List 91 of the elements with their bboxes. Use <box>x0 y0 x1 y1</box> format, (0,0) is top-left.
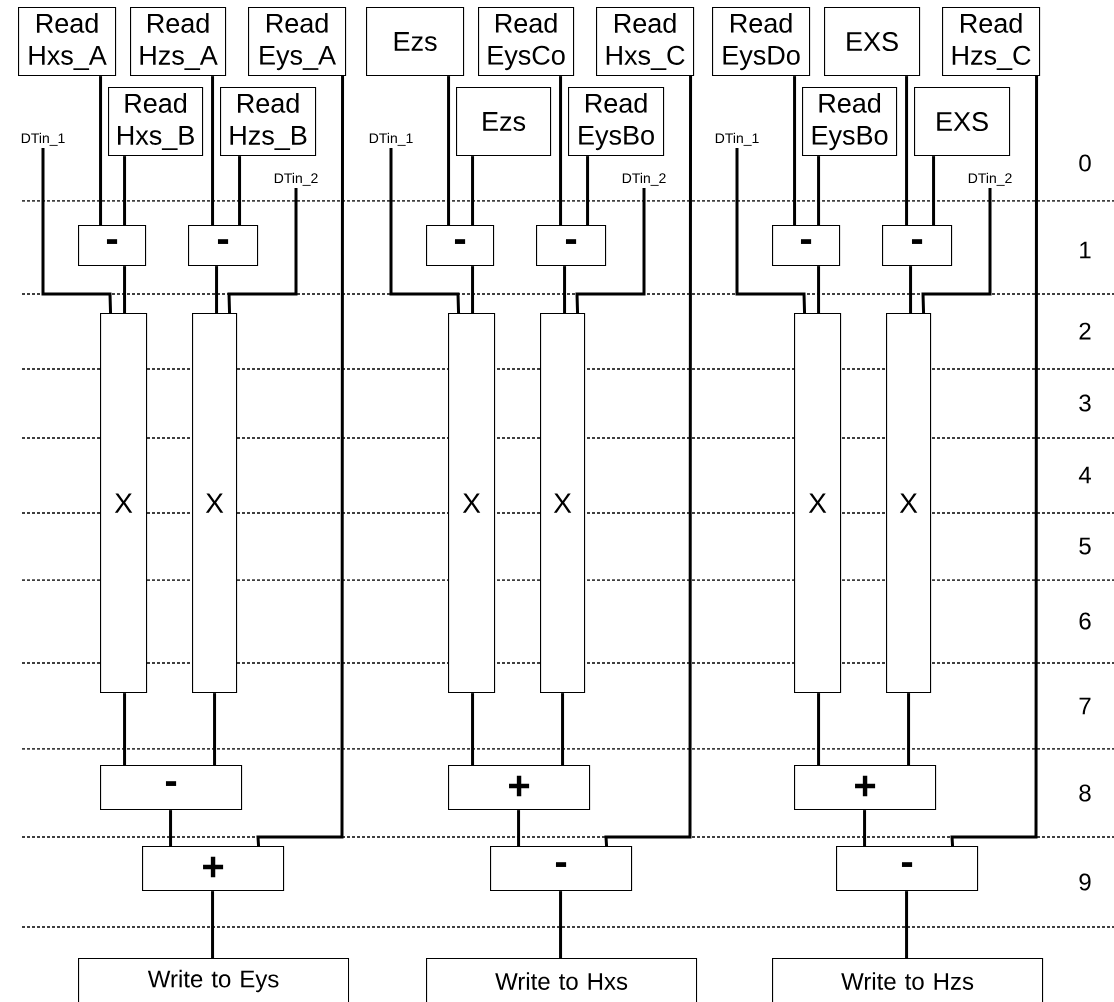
connector-line <box>227 188 298 314</box>
connector-line <box>256 76 345 847</box>
connector-line <box>921 188 992 314</box>
row-number: 7 <box>1079 697 1091 715</box>
connector-line <box>211 891 215 958</box>
connector-line <box>213 693 217 765</box>
connector-line <box>950 76 1039 847</box>
output-box: Write to Hxs <box>426 958 698 1002</box>
input-label: DTin_2 <box>622 172 666 186</box>
connector-line <box>99 76 103 225</box>
operator-box: + <box>794 765 937 811</box>
multiplier-box: X <box>100 313 148 694</box>
connector-line <box>575 188 646 314</box>
multiplier-box: X <box>192 313 238 694</box>
output-box: Write to Eys <box>78 958 350 1002</box>
operator-box: - <box>536 225 607 267</box>
connector-line <box>586 156 590 225</box>
process-box: Read EysBo <box>568 87 665 157</box>
connector-line <box>559 76 563 225</box>
connector-line <box>817 693 821 765</box>
row-number: 2 <box>1079 322 1091 340</box>
connector-line <box>389 148 461 314</box>
row-number: 0 <box>1079 154 1091 172</box>
connector-line <box>932 156 936 225</box>
row-number: 6 <box>1079 612 1091 630</box>
process-box: Read EysCo <box>478 7 575 77</box>
connector-line <box>909 266 913 313</box>
process-box: Read Hzs_A <box>130 7 227 77</box>
operator-box: + <box>142 846 285 892</box>
connector-line <box>517 810 521 846</box>
connector-line <box>563 266 567 313</box>
connector-line <box>471 693 475 765</box>
operator-box: - <box>882 225 953 267</box>
operator-box: - <box>426 225 495 267</box>
multiplier-box: X <box>540 313 586 694</box>
operator-box: + <box>448 765 591 811</box>
row-number: 3 <box>1079 394 1091 412</box>
process-box: Read Hxs_B <box>108 87 204 157</box>
connector-line <box>735 148 807 314</box>
connector-line <box>793 76 797 225</box>
process-box: Read Eys_A <box>248 7 347 77</box>
input-label: DTin_2 <box>274 172 318 186</box>
connector-line <box>471 156 475 225</box>
process-box: Read EysBo <box>802 87 898 157</box>
row-number: 9 <box>1079 873 1091 891</box>
connector-line <box>211 76 215 225</box>
connector-line <box>41 148 113 314</box>
input-label: DTin_1 <box>715 132 759 146</box>
process-box: Read EysDo <box>712 7 811 77</box>
connector-line <box>471 266 475 313</box>
row-number: 4 <box>1078 466 1091 484</box>
connector-line <box>817 266 821 313</box>
output-box: Write to Hzs <box>772 958 1044 1002</box>
multiplier-box: X <box>886 313 932 694</box>
process-box: EXS <box>914 87 1011 157</box>
connector-line <box>863 810 867 846</box>
row-number: 5 <box>1079 537 1091 555</box>
operator-box: - <box>490 846 633 892</box>
connector-line <box>559 891 563 958</box>
process-box: Ezs <box>456 87 552 157</box>
connector-line <box>169 810 173 846</box>
input-label: DTin_1 <box>21 132 65 146</box>
connector-line <box>905 76 909 225</box>
input-label: DTin_2 <box>968 172 1012 186</box>
row-number: 1 <box>1080 241 1091 259</box>
connector-line <box>447 76 451 225</box>
connector-line <box>907 693 911 765</box>
operator-box: - <box>78 225 147 267</box>
connector-line <box>215 266 219 313</box>
input-label: DTin_1 <box>369 132 413 146</box>
connector-line <box>905 891 909 958</box>
row-number: 8 <box>1079 784 1091 802</box>
connector-line <box>604 76 693 847</box>
operator-box: - <box>836 846 979 892</box>
multiplier-box: X <box>794 313 842 694</box>
operator-box: - <box>188 225 259 267</box>
connector-line <box>238 156 242 225</box>
process-box: Read Hzs_B <box>220 87 317 157</box>
operator-box: - <box>100 765 243 811</box>
process-box: Read Hxs_A <box>18 7 117 77</box>
connector-line <box>123 266 127 313</box>
connector-line <box>817 156 821 225</box>
process-box: EXS <box>824 7 921 77</box>
connector-line <box>123 156 127 225</box>
process-box: Ezs <box>366 7 465 77</box>
connector-line <box>123 693 127 765</box>
operator-box: - <box>772 225 841 267</box>
process-box: Read Hxs_C <box>596 7 695 77</box>
process-box: Read Hzs_C <box>942 7 1041 77</box>
multiplier-box: X <box>448 313 496 694</box>
connector-line <box>561 693 565 765</box>
